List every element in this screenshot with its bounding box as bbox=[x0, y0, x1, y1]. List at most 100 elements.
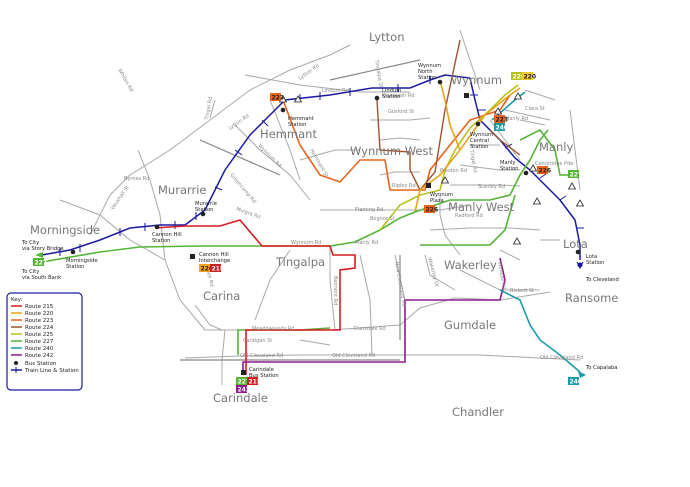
station-label-cannon-hill-interchange: Cannon Hill Interchange bbox=[199, 252, 230, 264]
station-label-wynnum-central: Wynnum Central Station bbox=[470, 132, 495, 150]
suburb-label-tingalpa: Tingalpa bbox=[275, 255, 325, 269]
station-markers bbox=[70, 79, 581, 375]
station-label-hemmant: Hemmant Station bbox=[288, 116, 315, 128]
route-badge bbox=[537, 166, 548, 174]
station-label-cannon-hill: Cannon Hill Station bbox=[152, 232, 183, 244]
suburb-label-carindale: Carindale bbox=[213, 391, 268, 405]
road-label: Kianawah Rd bbox=[382, 93, 415, 99]
route-badge bbox=[568, 170, 579, 178]
station-dot-murarrie bbox=[200, 211, 206, 217]
road-label: Wondall Rd bbox=[496, 261, 507, 290]
route-240 bbox=[491, 91, 581, 373]
route-badge-label: 240 bbox=[570, 379, 583, 386]
route-badge-label: 227 bbox=[570, 172, 583, 179]
road-label: Manly Rd bbox=[355, 240, 378, 246]
station-label-morningside: Morningside Station bbox=[66, 258, 99, 270]
road-label: Cambridge Pde bbox=[535, 161, 573, 167]
bus-station-wynnum-north bbox=[464, 93, 469, 98]
key-bus-station: Bus Station bbox=[25, 361, 57, 367]
station-label-manly: Manly Station bbox=[500, 160, 518, 172]
route-224 bbox=[376, 39, 521, 192]
road-label: Tingal Rd bbox=[468, 148, 478, 173]
suburb-label-morningside: Morningside bbox=[30, 223, 100, 237]
route-badge bbox=[494, 123, 505, 131]
arrow-icon bbox=[35, 252, 43, 258]
suburb-label-ransome: Ransome bbox=[565, 291, 618, 305]
key-route-223: Route 223 bbox=[25, 318, 54, 324]
road-label: Old Cleveland Rd bbox=[540, 355, 583, 361]
train-line-ticks bbox=[59, 76, 584, 256]
route-223 bbox=[282, 94, 511, 191]
bus-station-cannon-hill bbox=[190, 254, 195, 259]
road-label: Belmont Rd bbox=[332, 276, 338, 305]
route-242 bbox=[242, 257, 506, 375]
route-badge bbox=[424, 205, 435, 213]
destination-city-south-bank: To City via South Bank bbox=[21, 269, 61, 281]
warning-triangle-icons bbox=[278, 92, 585, 245]
road-label: Wynnum Rd bbox=[291, 240, 321, 246]
road-label: Manly Rd bbox=[505, 116, 528, 122]
road-label: New Cleveland Rd bbox=[393, 261, 407, 307]
station-dot-manly bbox=[523, 170, 529, 176]
station-label-lindum: Lindum Station bbox=[382, 88, 403, 100]
route-badge bbox=[270, 93, 281, 101]
warning-icon bbox=[513, 92, 523, 100]
suburb-label-carina: Carina bbox=[203, 289, 240, 303]
station-label-murarrie: Murarrie Station bbox=[195, 201, 219, 213]
road-label: Greencamp Rd bbox=[228, 172, 257, 204]
road-label: Ripley Rd bbox=[392, 183, 416, 189]
road-label: Clara St bbox=[525, 106, 545, 112]
road-label: Dunsdale Rd bbox=[354, 326, 386, 332]
route-badge-label: 240 bbox=[496, 125, 509, 132]
key-train-line: Train Line & Station bbox=[24, 368, 79, 374]
road-label: Old Cleveland Rd bbox=[240, 353, 283, 359]
key-route-240: Route 240 bbox=[25, 346, 54, 352]
route-225 bbox=[379, 84, 519, 231]
station-label-wynnum-plaza: Wynnum Plaza bbox=[430, 192, 455, 204]
road-label: Tingal Rd bbox=[204, 96, 214, 121]
route-badges: 225 220 223 226 227 227 226 223 240 226 … bbox=[33, 72, 582, 394]
route-220 bbox=[414, 79, 521, 213]
train-terminus-cleveland bbox=[576, 261, 584, 270]
station-dot-wynnum-north bbox=[437, 79, 443, 85]
key-route-215: Route 215 bbox=[25, 304, 54, 310]
route-badge-label: 227 bbox=[238, 379, 251, 386]
warning-icon bbox=[532, 197, 542, 205]
station-dot-cannon-hill bbox=[154, 224, 160, 230]
suburb-label-murarrie: Murarrie bbox=[158, 183, 207, 197]
bus-station-wynnum-plaza bbox=[426, 183, 431, 188]
route-227-east bbox=[414, 129, 549, 246]
station-dot-lindum bbox=[374, 95, 380, 101]
route-badge-label: 215 bbox=[249, 379, 262, 386]
route-badge bbox=[236, 385, 247, 393]
key-route-224: Route 224 bbox=[25, 325, 54, 331]
route-badge-label: 226 bbox=[539, 168, 552, 175]
station-label-lota: Lota Station bbox=[586, 254, 604, 266]
warning-icon bbox=[528, 164, 538, 172]
warning-icon bbox=[567, 182, 577, 190]
suburb-label-wynnum-west: Wynnum West bbox=[350, 144, 433, 158]
suburb-label-lytton: Lytton bbox=[369, 30, 405, 44]
road-label: Wynnum Rd bbox=[257, 143, 283, 169]
route-badge bbox=[210, 264, 221, 272]
route-badge bbox=[199, 264, 210, 272]
route-badge-label: 227 bbox=[35, 260, 48, 267]
key-title: Key: bbox=[11, 297, 23, 303]
road-label: Bickett St bbox=[510, 288, 534, 294]
road-label: Lindum Rd bbox=[322, 88, 349, 94]
suburb-label-manly-west: Manly West bbox=[448, 200, 515, 214]
key-route-242: Route 242 bbox=[25, 353, 53, 359]
route-badge-label: 223 bbox=[496, 117, 509, 124]
suburb-label-lota: Lota bbox=[563, 237, 588, 251]
route-badge bbox=[568, 377, 579, 385]
station-label-carindale: Carindale Bus Station bbox=[249, 367, 279, 379]
arterial-roads bbox=[180, 59, 421, 361]
warning-icon bbox=[278, 95, 288, 103]
suburb-label-gumdale: Gumdale bbox=[444, 318, 496, 332]
route-badge bbox=[236, 377, 247, 385]
warning-icon bbox=[493, 107, 503, 115]
station-dot-hemmant bbox=[280, 107, 286, 113]
route-badge-label: 242 bbox=[238, 387, 251, 394]
road-label: Creek Rd bbox=[203, 264, 215, 288]
road-label: Fleming Rd bbox=[355, 207, 383, 213]
